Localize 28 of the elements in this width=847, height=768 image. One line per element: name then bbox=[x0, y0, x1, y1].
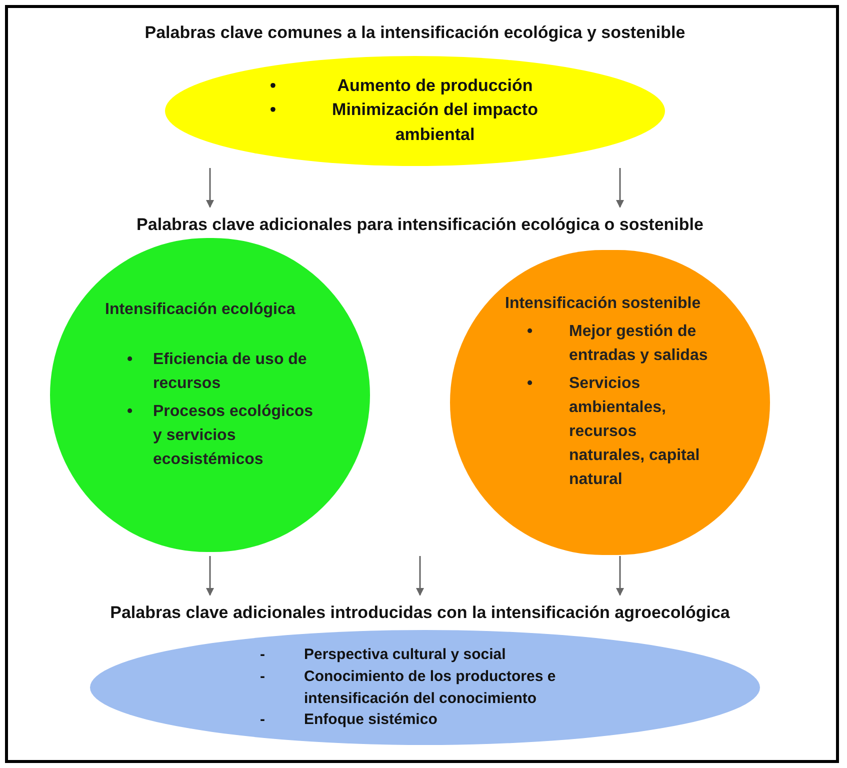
section-heading: Palabras clave adicionales para intensificación ecológica o sostenible bbox=[136, 214, 704, 236]
bullet-marker: - bbox=[260, 645, 266, 665]
bullet-marker: • bbox=[126, 402, 134, 422]
section-heading: Palabras clave adicionales introducidas con la intensificación agroecológica bbox=[110, 602, 730, 624]
bullet-item: Conocimiento de los productores e intensificación del conocimiento bbox=[304, 666, 557, 708]
bullet-item: Procesos ecológicos y servicios ecosistémicos bbox=[153, 402, 314, 470]
arrow bbox=[416, 556, 424, 596]
bullet-item: Mejor gestión de entradas y salidas bbox=[569, 322, 709, 366]
section-heading: Palabras clave comunes a la intensificación ecológica y sostenible bbox=[144, 22, 686, 44]
bullet-marker: • bbox=[526, 322, 534, 342]
bullet-item: Servicios ambientales, recursos naturales, capital natural bbox=[569, 374, 701, 490]
arrow bbox=[616, 168, 624, 208]
circle-heading: Intensificación ecológica bbox=[105, 300, 296, 320]
bullet-marker: • bbox=[270, 74, 277, 97]
bullet-marker: • bbox=[126, 350, 134, 370]
circle-heading: Intensificación sostenible bbox=[505, 294, 702, 314]
bullet-item: Eficiencia de uso de recursos bbox=[153, 350, 308, 394]
arrow bbox=[206, 556, 214, 596]
bullet-marker: - bbox=[260, 710, 266, 730]
arrow bbox=[616, 556, 624, 596]
bullet-marker: • bbox=[270, 99, 277, 122]
bullet-marker: • bbox=[526, 374, 534, 394]
bullet-item: Enfoque sistémico bbox=[304, 710, 438, 730]
bullet-marker: - bbox=[260, 666, 266, 687]
arrow bbox=[206, 168, 214, 208]
bullet-item: Perspectiva cultural y social bbox=[304, 645, 507, 665]
bullet-item: Aumento de producción bbox=[336, 74, 534, 97]
bullet-item: Minimización del impacto ambiental bbox=[331, 99, 539, 146]
